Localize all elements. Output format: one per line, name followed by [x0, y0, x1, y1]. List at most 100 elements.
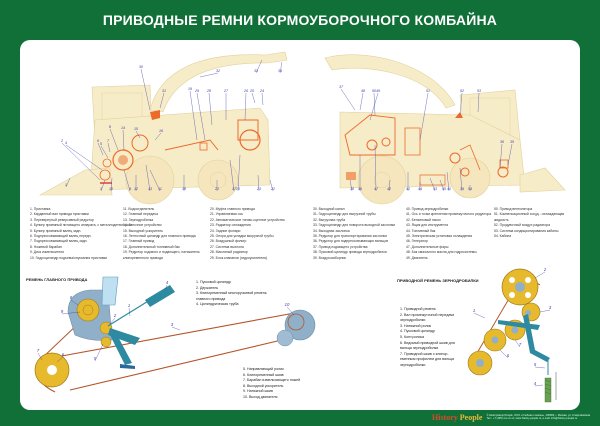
callout-number: 1	[473, 308, 475, 313]
callout-number: 43	[433, 187, 437, 191]
callout-number-leader	[189, 90, 198, 141]
callout-number: 7	[107, 139, 110, 143]
callout-number-leader	[208, 92, 213, 126]
grain-drive-desc-item: 1. Приводной ремень	[400, 307, 436, 311]
legend-item: 50. Привод вентилятора	[494, 207, 533, 211]
main-drive-desc-item: 8. Выходной ускоритель	[243, 383, 284, 388]
legend-item: 49. Двигатель	[406, 255, 428, 260]
callout-number-leader	[419, 92, 429, 141]
callout-number-leader	[499, 349, 509, 359]
callout-number: 39	[460, 187, 464, 191]
grain-drive-desc-item: 2. Вал промежуточной передачи	[400, 312, 455, 317]
legend-item: 16. Ленточный цилиндр для главного приво…	[123, 233, 196, 238]
callout-number: 48	[361, 89, 365, 93]
callout-number: 18	[182, 187, 186, 191]
callout-number: 10	[109, 187, 113, 191]
callout-number-leader	[507, 143, 513, 166]
callout-number-leader	[171, 326, 181, 331]
callout-number: 6	[507, 353, 510, 358]
engine-output	[284, 309, 316, 341]
legend-item: 32. Выгрузная труба	[313, 217, 346, 222]
legend-item: 31. Гидроцилиндр для выгрузной трубы	[313, 212, 376, 217]
callout-number-leader	[255, 59, 263, 74]
legend-item: 2. Карданный вал привода приставки	[30, 212, 89, 217]
callout-number-leader	[149, 169, 161, 192]
callout-number-leader	[109, 128, 119, 151]
legend-item: 30. Выходной канал	[313, 207, 345, 211]
legend-item: 25. Опора для укладки выгрузной трубы	[210, 233, 274, 238]
callout-number-leader	[100, 179, 106, 192]
grain-drive-desc-item: 7. Приводной шкив с клинор-	[400, 351, 449, 356]
callout-number: 4	[534, 381, 537, 386]
callout-number-leader	[229, 159, 235, 192]
callout-number: 17	[232, 187, 237, 191]
callout-number-leader	[388, 179, 391, 192]
callout-number-leader	[100, 145, 109, 159]
discharge-chute	[101, 276, 119, 306]
callout-number-leader	[199, 72, 219, 78]
callout-number-leader	[286, 306, 295, 316]
legend-item: 52. Продувочный воздух радиатора	[494, 223, 550, 228]
harvester-right-view	[324, 54, 566, 205]
legend-item: 53. Система кондиционирования кабины	[494, 228, 559, 233]
callout-number: 51	[426, 89, 430, 93]
callout-number-leader	[135, 130, 141, 139]
callout-number: 34	[278, 69, 282, 73]
main-drive-desc-item: 10. Выход двигателя	[243, 394, 278, 399]
grain-drive-title: ПРИВОДНОЙ РЕМЕНЬ ЗЕРНОДРОБИЛКИ	[397, 278, 479, 283]
callout-number-leader	[477, 92, 480, 113]
callout-number-leader	[473, 312, 486, 319]
callout-number: 4	[65, 141, 67, 145]
main-drive-diagram	[34, 276, 316, 393]
callout-number: 3	[100, 187, 102, 191]
legend-item: 37. Привод подающего устройства	[313, 244, 368, 249]
callout-number-leader	[446, 171, 450, 192]
main-drive-desc-item: 2. Держатель	[196, 285, 219, 290]
legend-item: 51. Компенсационный сосуд - охлаждающая	[494, 212, 565, 217]
legend-item: 3. Перевернутый реверсивный редуктор	[30, 217, 94, 222]
callout-number-leader	[107, 142, 111, 153]
callout-number: 28	[206, 89, 211, 93]
callout-number-leader	[56, 356, 64, 363]
callout-number: 13	[148, 187, 152, 191]
legend-item: 35. Редуктор для транспортирования засло…	[313, 233, 387, 238]
callout-number: 3	[549, 305, 552, 310]
callout-number-leader	[261, 92, 264, 106]
legend-item: 15. Выходной ускоритель	[123, 228, 163, 233]
callout-number: 27	[223, 89, 229, 93]
callout-number: 25	[249, 89, 254, 93]
callout-number-leader	[244, 92, 247, 121]
callout-number: 30	[139, 65, 143, 69]
callout-number-leader	[196, 92, 206, 141]
main-drive-desc-item: главного привода	[196, 296, 226, 301]
callout-number: 6	[97, 139, 99, 143]
grain-crusher-drive-diagram	[467, 268, 557, 403]
main-drive-title: РЕМЕНЬ ГЛАВНОГО ПРИВОДА	[26, 277, 88, 282]
legend-item: 8. Ножевой барабан	[30, 244, 62, 249]
callout-number: 19	[188, 87, 192, 91]
callout-number: 5	[534, 362, 537, 367]
callout-number: 22	[270, 187, 275, 191]
callout-number: 41	[406, 187, 410, 191]
main-drive-desc-item: 5. Направляющий ролик	[243, 367, 284, 371]
callout-number-leader	[534, 384, 544, 387]
grain-drive-desc-item: вальца зернодробилки	[400, 346, 439, 351]
callout-number: 23	[256, 187, 261, 191]
callout-number: 1	[65, 183, 67, 187]
legend-item: 43. Ящик для инструмента	[406, 223, 448, 228]
callout-number: 15	[134, 127, 138, 131]
grain-drive-desc-item: 4. Пусковой цилиндр	[400, 329, 435, 334]
main-drive-desc-item: 9. Натяжной шкив	[243, 389, 273, 394]
callout-number: 14	[121, 126, 125, 130]
callout-number-leader	[374, 144, 377, 192]
callout-number: 47	[374, 187, 379, 191]
callout-number: 5	[100, 142, 102, 146]
callout-number-leader	[164, 284, 168, 291]
callout-number-leader	[110, 177, 113, 192]
callout-number-leader	[534, 366, 546, 369]
